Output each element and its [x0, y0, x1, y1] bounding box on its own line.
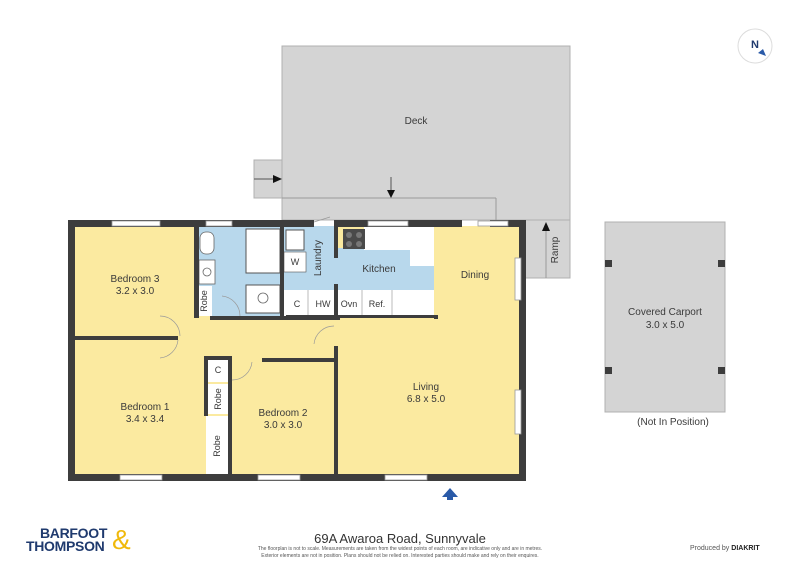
fixture-cupboard-hall: C: [214, 365, 222, 375]
entry-arrow-icon: [442, 488, 458, 500]
room-kitchen: Kitchen: [362, 264, 396, 275]
deck-area: [253, 45, 571, 221]
brand-line1: BARFOOT: [40, 525, 108, 541]
brand-ampersand: &: [112, 524, 131, 555]
windows: [111, 220, 522, 481]
deck-label: Deck: [404, 116, 428, 127]
room-size: 6.8 x 5.0: [406, 394, 446, 405]
fixture-oven: Ovn: [340, 299, 358, 309]
disclaimer-line1: The floorplan is not to scale. Measureme…: [257, 546, 543, 552]
room-size: 3.4 x 3.4: [125, 414, 165, 425]
carport-area: [604, 221, 726, 413]
produced-by-prefix: Produced by: [690, 545, 730, 552]
room-dining: Dining: [460, 270, 490, 281]
room-name: Bedroom 1: [120, 402, 170, 413]
carport-size: 3.0 x 5.0: [645, 320, 685, 331]
disclaimer-line2: Exterior elements are not in position. P…: [261, 553, 539, 559]
property-address: 69A Awaroa Road, Sunnyvale: [314, 531, 486, 546]
compass: [737, 28, 773, 64]
ramp-label: Ramp: [550, 236, 561, 264]
brand-line2: THOMPSON: [26, 538, 105, 554]
ramp-arrow-icon: [542, 222, 550, 231]
room-laundry: Laundry: [313, 239, 324, 277]
fixture-washer: W: [290, 257, 300, 267]
fixture-robe-lower: Robe: [212, 435, 222, 457]
room-size: 3.2 x 3.0: [115, 286, 155, 297]
step-arrow-icon: [273, 175, 282, 183]
produced-by-brand: DIAKRIT: [731, 545, 760, 552]
ramp-area: [520, 219, 571, 279]
compass-label: N: [751, 39, 759, 51]
door-swings: [159, 216, 335, 381]
brand-logo: BARFOOT THOMPSON &: [26, 526, 146, 558]
room-name: Bedroom 3: [110, 274, 160, 285]
fixture-robe-upper: Robe: [213, 388, 223, 410]
carport-name: Covered Carport: [628, 307, 702, 318]
north-arrow-icon: [758, 49, 766, 56]
fixture-hot-water: HW: [315, 299, 331, 309]
floor-plan: [68, 28, 773, 500]
fixture-cupboard-kitchen: C: [293, 299, 301, 309]
produced-by: Produced by DIAKRIT: [690, 545, 760, 552]
deck-arrow-icon: [387, 190, 395, 198]
room-fills: [74, 226, 520, 476]
room-name: Bedroom 2: [258, 408, 308, 419]
fixture-refrigerator: Ref.: [368, 299, 386, 309]
room-size: 3.0 x 3.0: [263, 420, 303, 431]
fixture-robe-bedroom3: Robe: [199, 290, 209, 312]
carport-note: (Not In Position): [637, 417, 709, 428]
room-name: Living: [412, 382, 440, 393]
